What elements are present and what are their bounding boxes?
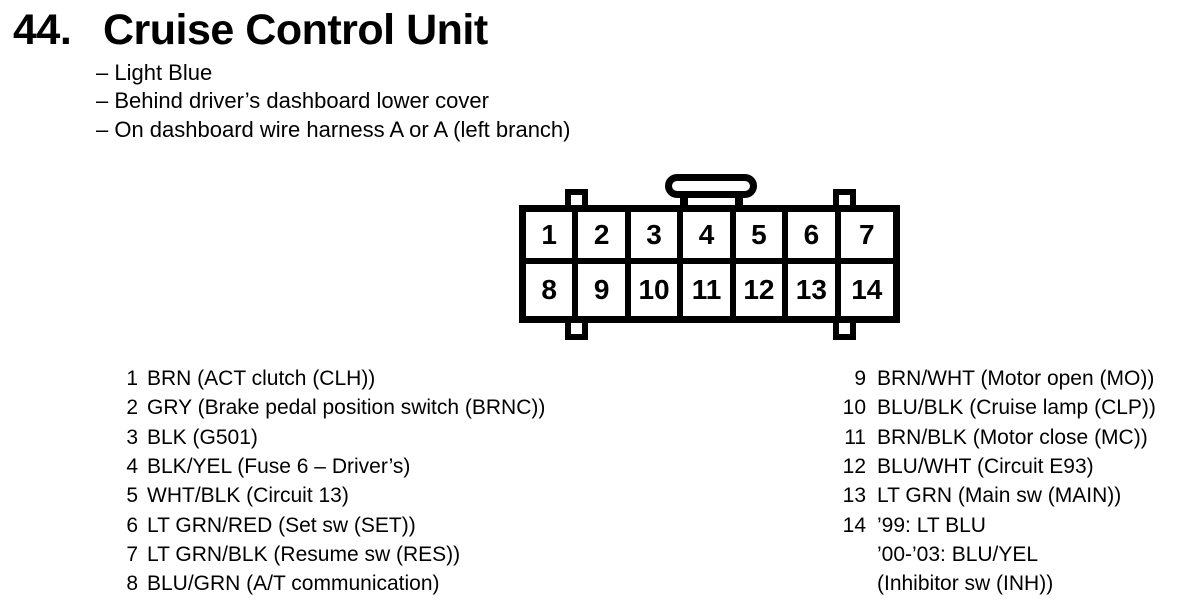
latch-leg-left bbox=[680, 192, 688, 212]
pin-cell-9: 9 bbox=[578, 264, 631, 316]
page-title: Cruise Control Unit bbox=[103, 6, 488, 54]
pin-cell-13: 13 bbox=[788, 264, 841, 316]
pin-description: GRY (Brake pedal position switch (BRNC)) bbox=[147, 396, 546, 420]
pin-row-10: 10 BLU/BLK (Cruise lamp (CLP)) bbox=[820, 393, 1156, 422]
pin-description: BLU/BLK (Cruise lamp (CLP)) bbox=[877, 396, 1156, 420]
pin-description: BLK (G501) bbox=[147, 425, 258, 449]
pin-row-12: 12 BLU/WHT (Circuit E93) bbox=[820, 452, 1156, 481]
pin-cell-6: 6 bbox=[788, 212, 841, 264]
pin-number: 14 bbox=[842, 513, 866, 537]
pin-cell-1: 1 bbox=[526, 212, 579, 264]
pin-number: 6 bbox=[126, 513, 138, 537]
pin-cell-12: 12 bbox=[736, 264, 789, 316]
pin-number: 8 bbox=[126, 572, 138, 596]
connector-pin-grid: 1 2 3 4 5 6 7 8 9 10 11 12 13 14 bbox=[519, 205, 900, 323]
pin-list-left: 1 BRN (ACT clutch (CLH)) 2 GRY (Brake pe… bbox=[112, 364, 545, 599]
note-harness: – On dashboard wire harness A or A (left… bbox=[96, 116, 571, 142]
pin-description: BRN/BLK (Motor close (MC)) bbox=[877, 425, 1148, 449]
pin-row-5: 5 WHT/BLK (Circuit 13) bbox=[112, 481, 545, 510]
note-color: – Light Blue bbox=[96, 60, 213, 85]
pin-cell-8: 8 bbox=[526, 264, 579, 316]
pin-description: BRN (ACT clutch (CLH)) bbox=[147, 367, 376, 390]
pin-description: ’99: LT BLU ’00-’03: BLU/YEL (Inhibitor … bbox=[877, 513, 1054, 596]
pin-cell-14: 14 bbox=[851, 274, 883, 305]
pin-row-7: 7 LT GRN/BLK (Resume sw (RES)) bbox=[112, 540, 545, 569]
pin-description: LT GRN/RED (Set sw (SET)) bbox=[147, 513, 416, 537]
pin-row-3: 3 BLK (G501) bbox=[112, 423, 545, 452]
pin-description: BLU/GRN (A/T communication) bbox=[147, 572, 440, 596]
pin-number: 11 bbox=[844, 425, 866, 449]
latch-leg-right bbox=[735, 192, 743, 212]
pin-row-8: 8 BLU/GRN (A/T communication) bbox=[112, 569, 545, 598]
pin-description: BRN/WHT (Motor open (MO)) bbox=[877, 367, 1155, 390]
pin-number: 12 bbox=[842, 455, 866, 479]
section-number: 44. bbox=[13, 6, 72, 54]
notes-list: – Light Blue – Behind driver’s dashboard… bbox=[96, 59, 571, 144]
pin-number: 9 bbox=[854, 367, 866, 390]
pin-row-2: 2 GRY (Brake pedal position switch (BRNC… bbox=[112, 393, 545, 422]
pin-cell-10: 10 bbox=[631, 264, 684, 316]
pin-number: 10 bbox=[842, 396, 866, 420]
pin-row-6: 6 LT GRN/RED (Set sw (SET)) bbox=[112, 511, 545, 540]
pin-description: BLK/YEL (Fuse 6 – Driver’s) bbox=[147, 455, 411, 479]
pin-number: 4 bbox=[126, 455, 138, 479]
pin-row-14: 14 ’99: LT BLU ’00-’03: BLU/YEL (Inhibit… bbox=[820, 511, 1156, 599]
pin-number: 7 bbox=[126, 543, 138, 567]
pin-description: LT GRN (Main sw (MAIN)) bbox=[877, 484, 1122, 508]
pin-number: 3 bbox=[126, 425, 138, 449]
section-header: 44. Cruise Control Unit bbox=[13, 6, 488, 55]
connector-latch-handle bbox=[665, 174, 757, 198]
connector-diagram: 1 2 3 4 5 6 7 8 9 10 11 12 13 14 bbox=[519, 172, 900, 342]
pin-cell-4: 4 bbox=[683, 212, 736, 264]
pin-row-11: 11 BRN/BLK (Motor close (MC)) bbox=[820, 423, 1156, 452]
pin-cell-11: 11 bbox=[683, 264, 736, 316]
pin-row-13: 13 LT GRN (Main sw (MAIN)) bbox=[820, 481, 1156, 510]
pin-cell-5: 5 bbox=[735, 212, 789, 264]
pin-number: 1 bbox=[126, 367, 138, 390]
pin-list-right: 9 BRN/WHT (Motor open (MO)) 10 BLU/BLK (… bbox=[820, 364, 1156, 599]
pin-number: 13 bbox=[842, 484, 866, 508]
pin-number: 2 bbox=[126, 396, 138, 420]
pin-cell-2: 2 bbox=[578, 212, 631, 264]
pin-row-9: 9 BRN/WHT (Motor open (MO)) bbox=[820, 364, 1156, 393]
pin-row-1: 1 BRN (ACT clutch (CLH)) bbox=[112, 364, 545, 393]
pin-description: WHT/BLK (Circuit 13) bbox=[147, 484, 349, 508]
note-location: – Behind driver’s dashboard lower cover bbox=[96, 88, 489, 114]
pin-cell-7: 7 bbox=[840, 212, 893, 264]
pin-row-4: 4 BLK/YEL (Fuse 6 – Driver’s) bbox=[112, 452, 545, 481]
pin-description: LT GRN/BLK (Resume sw (RES)) bbox=[147, 543, 461, 567]
pin-description: BLU/WHT (Circuit E93) bbox=[877, 455, 1094, 479]
pin-cell-3: 3 bbox=[630, 212, 684, 264]
pin-number: 5 bbox=[126, 484, 138, 508]
